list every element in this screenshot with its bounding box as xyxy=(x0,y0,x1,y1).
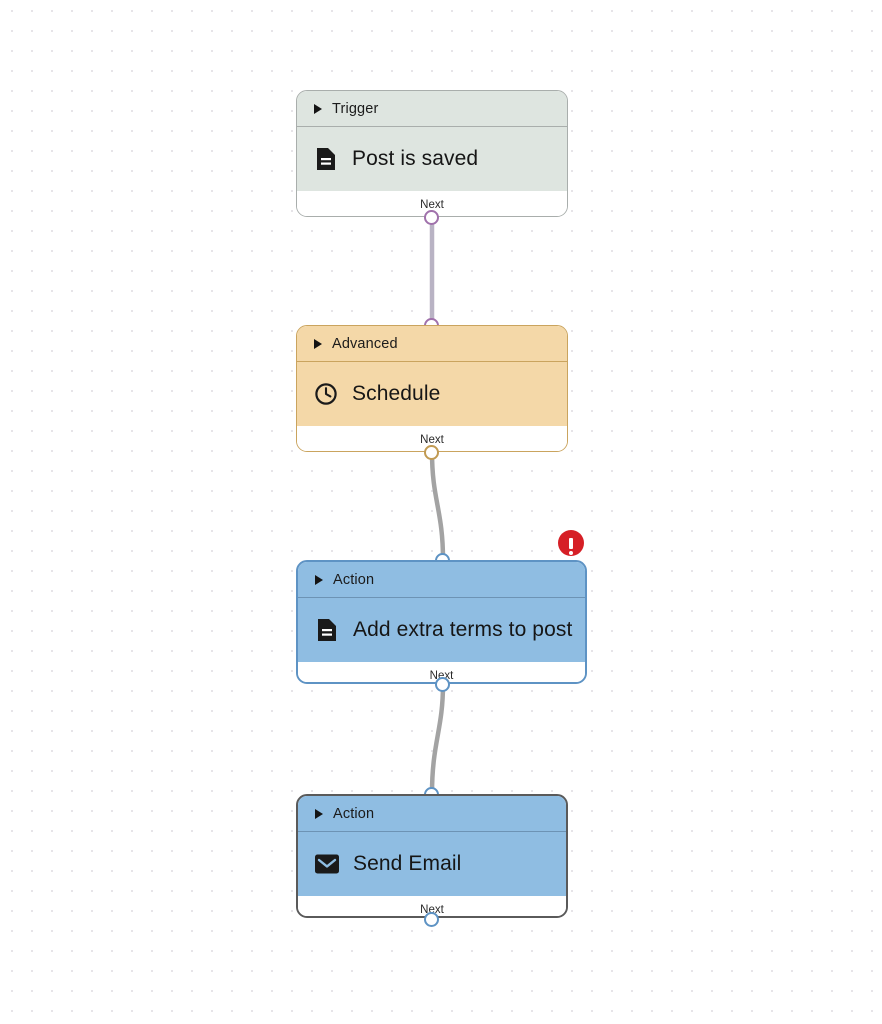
next-label: Next xyxy=(420,433,444,446)
error-badge[interactable] xyxy=(558,530,584,556)
node-header[interactable]: Trigger xyxy=(297,91,567,127)
node-advanced-schedule[interactable]: Advanced Schedule Next xyxy=(296,325,568,452)
node-title: Send Email xyxy=(353,852,462,875)
output-port-send-email[interactable] xyxy=(424,912,439,927)
node-category-label: Advanced xyxy=(332,335,398,352)
node-header[interactable]: Action xyxy=(298,562,585,598)
next-label: Next xyxy=(420,198,444,211)
node-category-label: Action xyxy=(333,571,375,588)
document-icon xyxy=(313,146,339,172)
node-title: Add extra terms to post xyxy=(353,618,573,641)
output-port-advanced[interactable] xyxy=(424,445,439,460)
node-action-send-email[interactable]: Action Send Email Next xyxy=(296,794,568,918)
node-body[interactable]: Schedule xyxy=(297,362,567,426)
chevron-right-icon[interactable] xyxy=(315,808,323,819)
document-icon xyxy=(314,617,340,643)
connector-action-to-send-email xyxy=(429,681,446,797)
clock-icon xyxy=(313,381,339,407)
output-port-trigger[interactable] xyxy=(424,210,439,225)
node-title: Schedule xyxy=(352,382,441,405)
node-trigger-post-is-saved[interactable]: Trigger Post is saved Next xyxy=(296,90,568,217)
node-body[interactable]: Add extra terms to post xyxy=(298,598,585,662)
output-port-action-add-extra-terms[interactable] xyxy=(435,677,450,692)
node-body[interactable]: Send Email xyxy=(298,832,566,896)
node-category-label: Action xyxy=(333,805,375,822)
chevron-right-icon[interactable] xyxy=(314,103,322,114)
node-action-add-extra-terms-to-post[interactable]: Action Add extra terms to post Next xyxy=(296,560,587,684)
exclamation-icon xyxy=(569,537,573,555)
chevron-right-icon[interactable] xyxy=(314,338,322,349)
envelope-icon xyxy=(314,851,340,877)
connector-advanced-to-action xyxy=(429,449,446,563)
node-category-label: Trigger xyxy=(332,100,379,117)
node-title: Post is saved xyxy=(352,147,479,170)
node-body[interactable]: Post is saved xyxy=(297,127,567,191)
chevron-right-icon[interactable] xyxy=(315,574,323,585)
node-header[interactable]: Action xyxy=(298,796,566,832)
node-header[interactable]: Advanced xyxy=(297,326,567,362)
